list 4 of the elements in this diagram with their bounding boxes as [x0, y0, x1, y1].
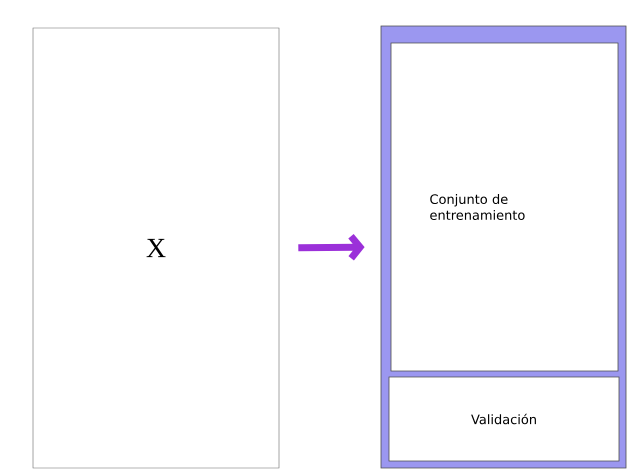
data-box: X — [32, 28, 280, 468]
arrow — [298, 234, 365, 260]
validation-box: Validación — [388, 376, 620, 462]
training-box: Conjunto de entrenamiento — [390, 42, 618, 372]
